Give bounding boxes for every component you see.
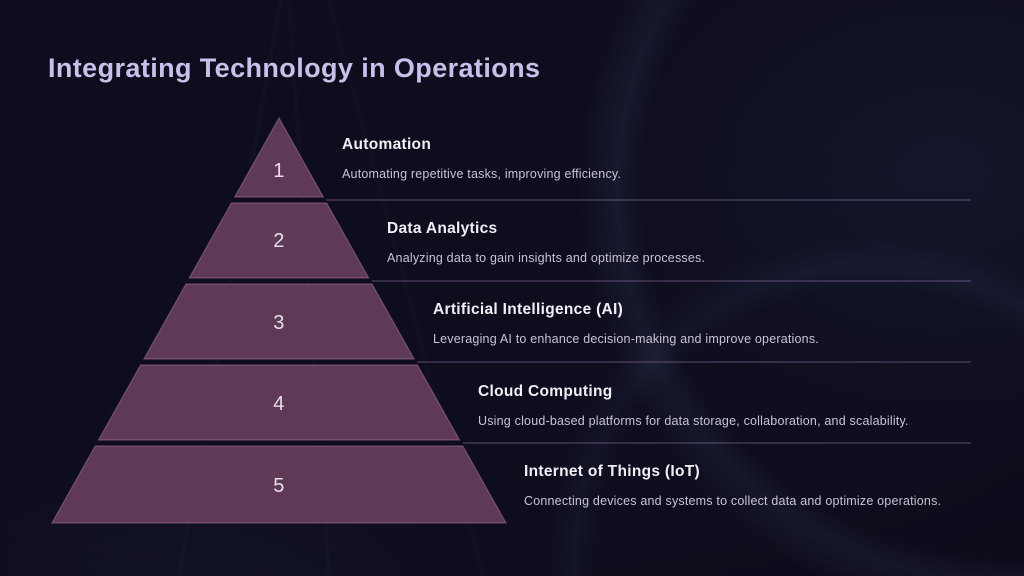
pyramid-level-1-number: 1	[273, 160, 285, 182]
level-5-description: Connecting devices and systems to collec…	[524, 493, 941, 509]
level-3-text: Artificial Intelligence (AI) Leveraging …	[433, 300, 819, 347]
level-1-title: Automation	[342, 135, 621, 155]
pyramid-segment-4	[97, 364, 461, 441]
pyramid-level-5-number: 5	[273, 475, 285, 497]
pyramid-level-4-number: 4	[273, 393, 285, 415]
pyramid-level-2-number: 2	[273, 230, 285, 252]
pyramid-segment-5	[50, 445, 508, 524]
pyramid-segment-3	[142, 283, 416, 360]
level-5-text: Internet of Things (IoT) Connecting devi…	[524, 462, 941, 509]
level-2-text: Data Analytics Analyzing data to gain in…	[387, 219, 705, 266]
pyramid-level-3-number: 3	[273, 312, 285, 334]
pyramid-segment-1	[233, 116, 325, 198]
level-3-title: Artificial Intelligence (AI)	[433, 300, 819, 320]
level-1-description: Automating repetitive tasks, improving e…	[342, 166, 621, 182]
level-2-title: Data Analytics	[387, 219, 705, 239]
level-4-text: Cloud Computing Using cloud-based platfo…	[478, 382, 909, 429]
slide-title: Integrating Technology in Operations	[48, 53, 540, 84]
level-1-text: Automation Automating repetitive tasks, …	[342, 135, 621, 182]
level-2-description: Analyzing data to gain insights and opti…	[387, 250, 705, 266]
level-4-title: Cloud Computing	[478, 382, 909, 402]
pyramid-segment-2	[188, 202, 370, 279]
level-3-description: Leveraging AI to enhance decision-making…	[433, 331, 819, 347]
level-4-description: Using cloud-based platforms for data sto…	[478, 413, 909, 429]
level-5-title: Internet of Things (IoT)	[524, 462, 941, 482]
